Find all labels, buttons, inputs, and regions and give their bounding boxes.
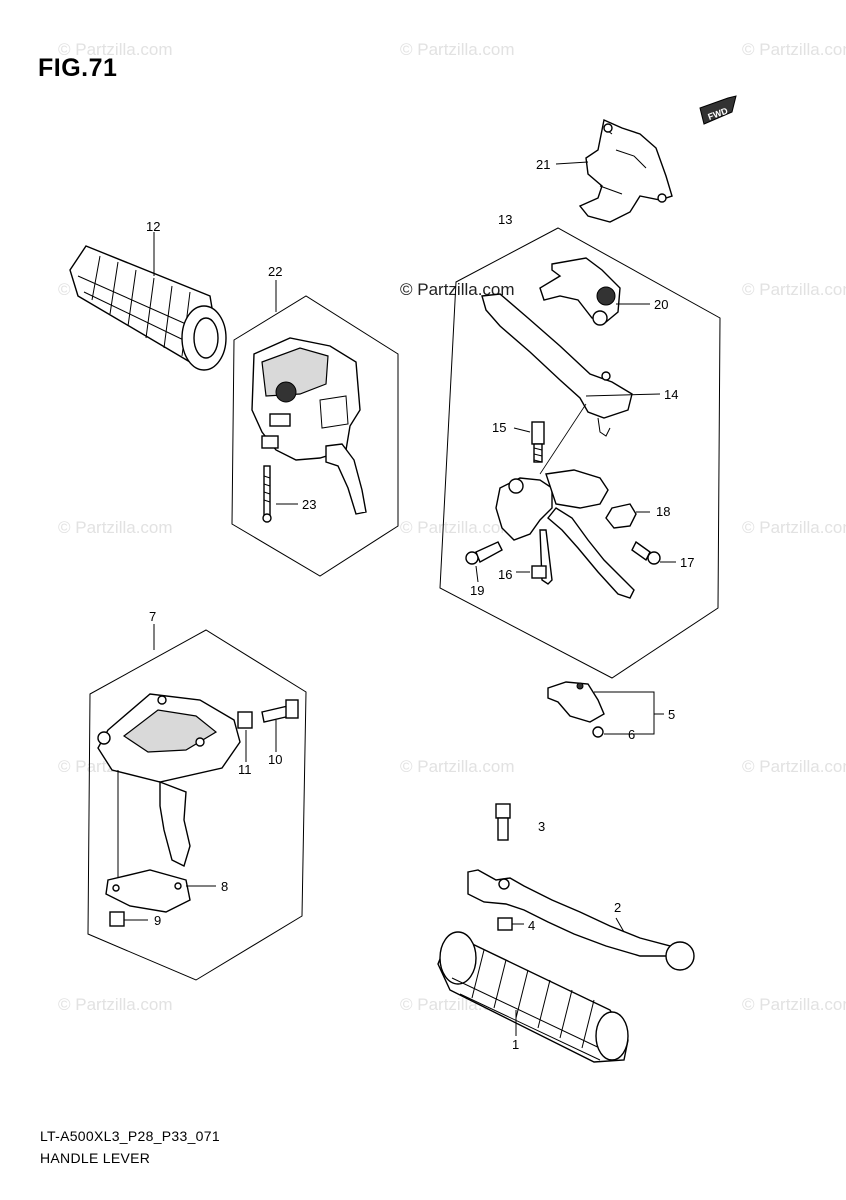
part-10-screw — [261, 699, 299, 723]
callout-3: 3 — [538, 819, 545, 834]
watermark: © Partzilla.com — [400, 757, 515, 776]
callout-17: 17 — [680, 555, 694, 570]
part-19-screw — [465, 541, 503, 565]
callout-1: 1 — [512, 1037, 519, 1052]
callout-4: 4 — [528, 918, 535, 933]
part-8-gasket — [105, 869, 191, 913]
assembly-outline-7 — [87, 629, 307, 981]
watermark: © Partzilla.com — [742, 40, 846, 59]
watermark: © Partzilla.com — [742, 995, 846, 1014]
diagram-code: LT-A500XL3_P28_P33_071 — [40, 1128, 220, 1144]
fwd-arrow-icon: FWD — [699, 95, 737, 125]
part-20-clamp — [539, 257, 621, 326]
callout-8: 8 — [221, 879, 228, 894]
watermark: © Partzilla.com — [400, 40, 515, 59]
callout-7: 7 — [149, 609, 156, 624]
callout-18: 18 — [656, 504, 670, 519]
watermark: © Partzilla.com — [58, 995, 173, 1014]
callout-13: 13 — [498, 212, 512, 227]
callout-16: 16 — [498, 567, 512, 582]
part-12-grip — [69, 245, 227, 371]
watermark: © Partzilla.com — [58, 518, 173, 537]
callout-5: 5 — [668, 707, 675, 722]
part-4-nut — [497, 917, 513, 931]
part-18-cap — [605, 503, 637, 529]
callout-10: 10 — [268, 752, 282, 767]
callout-22: 22 — [268, 264, 282, 279]
assembly-outline-13 — [439, 227, 721, 679]
part-14-lever — [481, 293, 633, 437]
watermark: © Partzilla.com — [742, 518, 846, 537]
watermark: © Partzilla.com — [58, 40, 173, 59]
part-16-nut — [531, 565, 547, 579]
callout-20: 20 — [654, 297, 668, 312]
callout-2: 2 — [614, 900, 621, 915]
part-23-screw — [262, 465, 272, 523]
callout-6: 6 — [628, 727, 635, 742]
part-3-bolt — [495, 803, 511, 841]
part-11-nut — [237, 711, 253, 729]
callout-9: 9 — [154, 913, 161, 928]
assembly-outline-22 — [231, 295, 399, 577]
part-21-bracket — [578, 119, 673, 223]
watermark-prominent: © Partzilla.com — [400, 280, 515, 299]
part-17-screw — [631, 540, 661, 565]
part-9-screw — [109, 911, 125, 927]
watermark: © Partzilla.com — [742, 280, 846, 299]
part-14-housing — [495, 469, 635, 599]
callout-11: 11 — [238, 762, 252, 777]
watermark: © Partzilla.com — [400, 518, 515, 537]
part-1-grip — [437, 931, 629, 1063]
callout-15: 15 — [492, 420, 506, 435]
figure-title: FIG.71 — [38, 54, 118, 82]
diagram-name: HANDLE LEVER — [40, 1150, 151, 1166]
callout-19: 19 — [470, 583, 484, 598]
callout-14: 14 — [664, 387, 678, 402]
watermark: © Partzilla.com — [742, 757, 846, 776]
callout-23: 23 — [302, 497, 316, 512]
part-2-lever — [467, 869, 695, 971]
callout-21: 21 — [536, 157, 550, 172]
part-5-switch — [547, 681, 605, 738]
callout-12: 12 — [146, 219, 160, 234]
part-7-throttle-housing — [97, 693, 241, 867]
part-22-switch-housing — [251, 337, 367, 515]
part-15-bolt — [531, 421, 545, 463]
